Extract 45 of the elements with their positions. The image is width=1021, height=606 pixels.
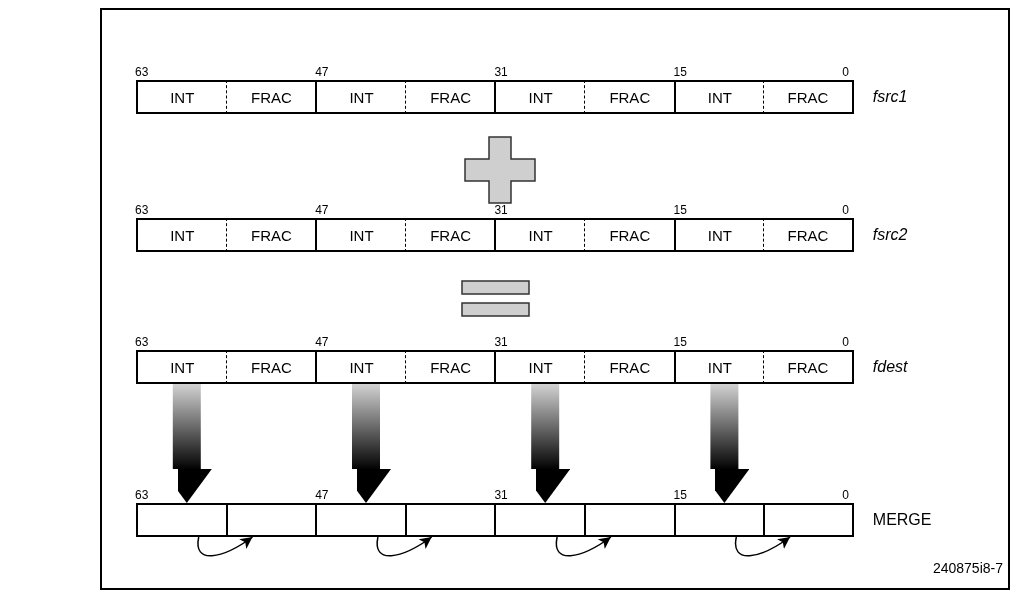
- bit-number: 31: [494, 204, 508, 216]
- curved-arrow: [555, 536, 612, 557]
- register-field: INT: [136, 218, 227, 252]
- register-field: FRAC: [584, 80, 675, 114]
- register-field: INT: [315, 350, 406, 384]
- register-field: INT: [673, 80, 765, 114]
- bit-number: 47: [315, 204, 329, 216]
- curved-arrow: [197, 536, 254, 557]
- register-field: FRAC: [584, 350, 675, 384]
- bit-number: 31: [494, 489, 508, 501]
- bit-number: 47: [315, 66, 329, 78]
- bit-number: 31: [494, 66, 508, 78]
- register-field: INT: [315, 218, 406, 252]
- bit-number: 15: [673, 204, 687, 216]
- figure-number: 240875i8-7: [932, 560, 1003, 576]
- register-name: fsrc1: [872, 88, 908, 106]
- curved-arrow: [376, 536, 433, 557]
- bit-number: 47: [315, 489, 329, 501]
- register-name: fsrc2: [872, 226, 908, 244]
- register-field: INT: [136, 350, 227, 384]
- register-field: INT: [315, 80, 406, 114]
- register-field: FRAC: [404, 218, 496, 252]
- register-field: FRAC: [763, 218, 854, 252]
- register-field: FRAC: [763, 80, 854, 114]
- bit-number: 31: [494, 336, 508, 348]
- register-field: FRAC: [584, 218, 675, 252]
- register-field: INT: [494, 350, 585, 384]
- register-field: INT: [673, 350, 765, 384]
- register-field: FRAC: [404, 80, 496, 114]
- bit-number: 15: [673, 336, 687, 348]
- register-field: FRAC: [225, 80, 317, 114]
- bit-number: 15: [673, 489, 687, 501]
- bit-number: 15: [673, 66, 687, 78]
- register-field: INT: [673, 218, 765, 252]
- register-field: INT: [494, 218, 585, 252]
- register-name: MERGE: [872, 511, 932, 529]
- register-field: FRAC: [225, 218, 317, 252]
- curved-arrow: [734, 536, 791, 557]
- register-field: FRAC: [763, 350, 854, 384]
- register-field: FRAC: [225, 350, 317, 384]
- bit-number: 47: [315, 336, 329, 348]
- register-field: INT: [136, 80, 227, 114]
- register-name: fdest: [872, 358, 908, 376]
- register-field: INT: [494, 80, 585, 114]
- register-field: FRAC: [404, 350, 496, 384]
